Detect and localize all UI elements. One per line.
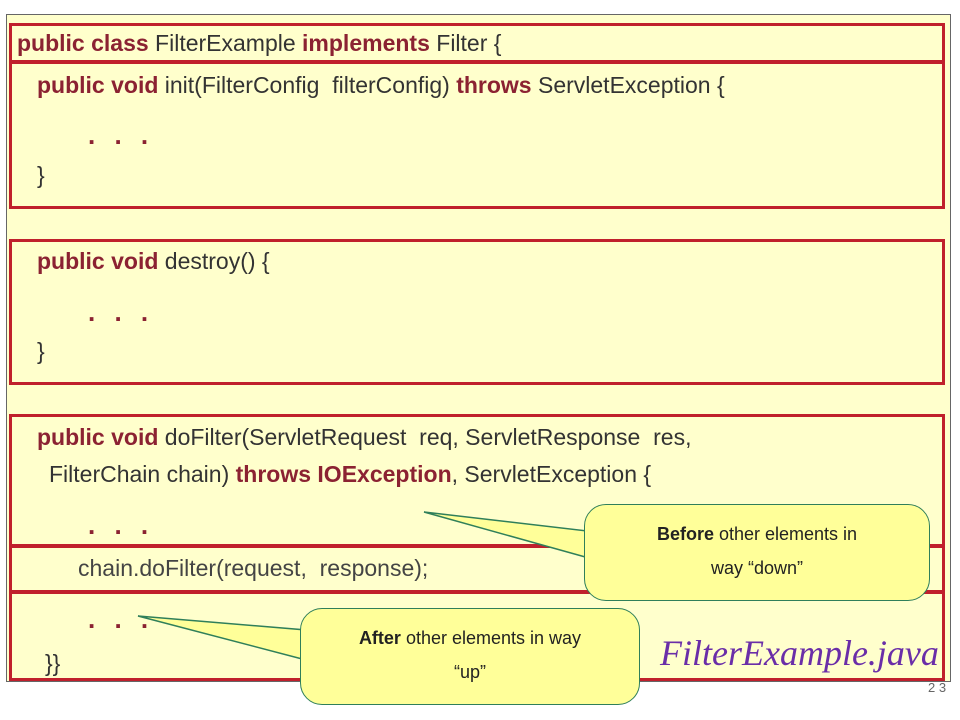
after-callout: After other elements in way “up” — [300, 608, 640, 705]
before-callout-line-1: Before other elements in — [585, 517, 929, 551]
init-signature: init(FilterConfig filterConfig) — [158, 72, 457, 98]
dofilter-after-ellipsis: . . . — [88, 604, 155, 634]
destroy-signature: destroy() { — [158, 248, 270, 274]
before-text: other elements in — [713, 524, 858, 544]
init-exception: ServletException { — [531, 72, 725, 98]
init-method-frame — [9, 61, 945, 209]
init-signature-line: public void init(FilterConfig filterConf… — [37, 71, 725, 99]
after-callout-pointer — [137, 615, 307, 661]
class-declaration-line: public class FilterExample implements Fi… — [17, 29, 501, 57]
after-callout-line-1: After other elements in way — [301, 621, 639, 655]
after-callout-line-2: “up” — [453, 662, 486, 682]
chain-dofilter-call: chain.doFilter(request, response); — [78, 555, 429, 581]
after-text: other elements in way — [400, 628, 582, 648]
before-callout-line-2: way “down” — [710, 558, 804, 578]
dofilter-signature-line-2: FilterChain chain) throws IOException, S… — [49, 460, 651, 488]
keyword-throws: throws — [456, 72, 532, 98]
before-callout-pointer — [423, 511, 597, 561]
before-callout: Before other elements in way “down” — [584, 504, 930, 601]
page-number: 2 3 — [928, 680, 947, 695]
file-name-label: FilterExample.java — [660, 633, 939, 673]
keyword-ioexception: IOException — [317, 461, 452, 487]
class-name: FilterExample — [148, 30, 303, 56]
init-close-brace: } — [37, 162, 45, 188]
dofilter-params-2: FilterChain chain) — [49, 461, 236, 487]
destroy-signature-line: public void destroy() { — [37, 247, 270, 275]
keyword-public-class: public class — [17, 30, 149, 56]
before-bold: Before — [656, 524, 714, 544]
destroy-body-ellipsis: . . . — [88, 297, 155, 327]
interface-name: Filter { — [429, 30, 502, 56]
keyword-throws: throws — [235, 461, 312, 487]
destroy-close-brace: } — [37, 338, 45, 364]
init-body-ellipsis: . . . — [88, 120, 155, 150]
dofilter-before-ellipsis: . . . — [88, 510, 155, 540]
destroy-method-frame — [9, 239, 945, 385]
keyword-public-void: public void — [37, 248, 159, 274]
dofilter-params-1: doFilter(ServletRequest req, ServletResp… — [158, 424, 692, 450]
after-bold: After — [358, 628, 401, 648]
keyword-implements: implements — [302, 30, 430, 56]
class-close-braces: }} — [45, 650, 61, 676]
keyword-public-void: public void — [37, 72, 159, 98]
keyword-public-void: public void — [37, 424, 159, 450]
dofilter-exception: , ServletException { — [451, 461, 652, 487]
dofilter-signature-line-1: public void doFilter(ServletRequest req,… — [37, 423, 691, 451]
